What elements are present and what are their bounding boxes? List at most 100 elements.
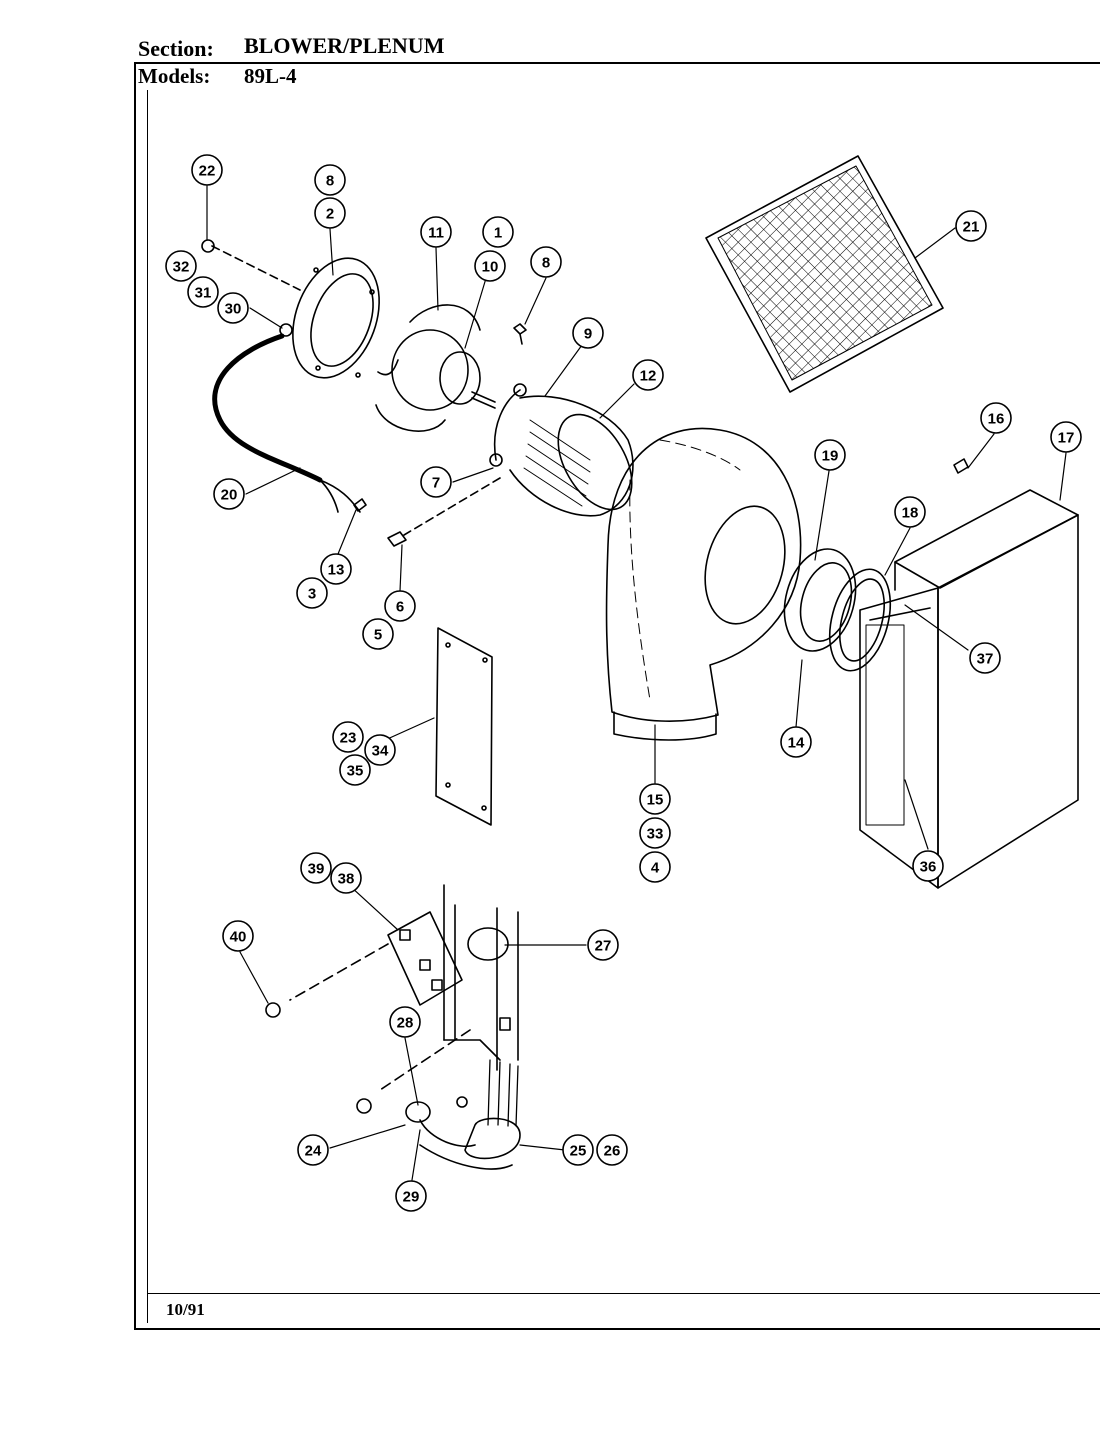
part-callout-32: 32 bbox=[165, 250, 197, 282]
page-frame bbox=[134, 62, 1100, 1330]
part-callout-15: 15 bbox=[639, 783, 671, 815]
callout-number: 4 bbox=[651, 860, 660, 877]
part-callout-8: 8 bbox=[314, 164, 346, 196]
callout-circle bbox=[912, 850, 944, 882]
callout-number: 23 bbox=[340, 730, 357, 747]
callout-circle bbox=[339, 754, 371, 786]
callout-number: 9 bbox=[584, 326, 592, 343]
callout-number: 29 bbox=[403, 1189, 420, 1206]
callout-circle bbox=[596, 1134, 628, 1166]
callout-circle bbox=[332, 721, 364, 753]
callout-number: 1 bbox=[494, 225, 502, 242]
callout-number: 11 bbox=[428, 225, 444, 242]
callout-number: 18 bbox=[902, 505, 919, 522]
part-callout-12: 12 bbox=[632, 359, 664, 391]
blower-housing bbox=[605, 427, 802, 741]
part-callout-19: 19 bbox=[814, 439, 846, 471]
callout-circle bbox=[639, 817, 671, 849]
callout-circle bbox=[562, 1134, 594, 1166]
callout-circle bbox=[572, 317, 604, 349]
callout-circle bbox=[395, 1180, 427, 1212]
callout-circle bbox=[980, 402, 1012, 434]
callout-number: 6 bbox=[396, 599, 404, 616]
wire-harness bbox=[212, 323, 367, 513]
leader-lines bbox=[206, 185, 1067, 1181]
part-callout-9: 9 bbox=[572, 317, 604, 349]
callout-circle bbox=[389, 1006, 421, 1038]
callout-number: 7 bbox=[432, 475, 440, 492]
part-callout-14: 14 bbox=[780, 726, 812, 758]
callout-number: 5 bbox=[374, 627, 382, 644]
part-callout-37: 37 bbox=[969, 642, 1001, 674]
part-callout-6: 6 bbox=[384, 590, 416, 622]
callout-circle bbox=[474, 250, 506, 282]
callout-circle bbox=[482, 216, 514, 248]
part-callout-29: 29 bbox=[395, 1180, 427, 1212]
callout-number: 17 bbox=[1058, 430, 1075, 447]
callout-number: 13 bbox=[328, 562, 345, 579]
inner-frame-line bbox=[147, 90, 1100, 1323]
part-callout-35: 35 bbox=[339, 754, 371, 786]
part-callout-5: 5 bbox=[362, 618, 394, 650]
callout-circle bbox=[530, 246, 562, 278]
part-callout-13: 13 bbox=[320, 553, 352, 585]
callout-number: 14 bbox=[788, 735, 805, 752]
callout-circle bbox=[320, 553, 352, 585]
callout-number: 25 bbox=[570, 1143, 587, 1160]
section-label: Section: bbox=[138, 36, 214, 61]
callout-number: 10 bbox=[482, 259, 499, 276]
part-callout-8: 8 bbox=[530, 246, 562, 278]
part-callout-34: 34 bbox=[364, 734, 396, 766]
cord-assembly bbox=[405, 1059, 521, 1170]
part-callout-1: 1 bbox=[482, 216, 514, 248]
callout-number: 36 bbox=[920, 859, 937, 876]
cover-plate bbox=[435, 627, 493, 826]
section-title: BLOWER/PLENUM bbox=[244, 33, 445, 58]
callout-circle bbox=[814, 439, 846, 471]
callout-number: 12 bbox=[640, 368, 657, 385]
callout-circle bbox=[780, 726, 812, 758]
callout-circle bbox=[639, 851, 671, 883]
callout-circle bbox=[330, 862, 362, 894]
callout-number: 37 bbox=[977, 651, 994, 668]
part-callout-7: 7 bbox=[420, 466, 452, 498]
part-callout-10: 10 bbox=[474, 250, 506, 282]
callout-number: 38 bbox=[338, 871, 355, 888]
callout-circle bbox=[420, 216, 452, 248]
callout-number: 30 bbox=[225, 301, 242, 318]
callout-number: 8 bbox=[542, 255, 550, 272]
terminal-block bbox=[265, 911, 463, 1018]
part-callout-16: 16 bbox=[980, 402, 1012, 434]
callout-circle bbox=[639, 783, 671, 815]
callout-number: 40 bbox=[230, 929, 247, 946]
part-callout-39: 39 bbox=[300, 852, 332, 884]
part-callout-33: 33 bbox=[639, 817, 671, 849]
callout-number: 16 bbox=[988, 411, 1005, 428]
callout-number: 20 bbox=[221, 487, 238, 504]
callout-circle bbox=[420, 466, 452, 498]
callout-circle bbox=[296, 577, 328, 609]
part-callout-40: 40 bbox=[222, 920, 254, 952]
part-callout-31: 31 bbox=[187, 276, 219, 308]
models-label: Models: bbox=[138, 64, 211, 88]
callout-number: 24 bbox=[305, 1143, 322, 1160]
screw-part bbox=[387, 531, 407, 547]
callout-number: 3 bbox=[308, 586, 316, 603]
callout-number: 33 bbox=[647, 826, 664, 843]
callout-circle bbox=[587, 929, 619, 961]
part-callout-26: 26 bbox=[596, 1134, 628, 1166]
callout-number: 19 bbox=[822, 448, 839, 465]
part-callout-36: 36 bbox=[912, 850, 944, 882]
callout-number: 32 bbox=[173, 259, 190, 276]
callout-circle bbox=[314, 197, 346, 229]
motor-mount-plate bbox=[201, 239, 380, 379]
part-callout-27: 27 bbox=[587, 929, 619, 961]
callout-circle bbox=[955, 210, 987, 242]
part-callout-4: 4 bbox=[639, 851, 671, 883]
callout-circle bbox=[1050, 421, 1082, 453]
revision-date: 10/91 bbox=[166, 1300, 205, 1319]
callout-number: 8 bbox=[326, 173, 334, 190]
plenum-box bbox=[859, 458, 1079, 889]
cabinet-frame bbox=[356, 884, 519, 1114]
